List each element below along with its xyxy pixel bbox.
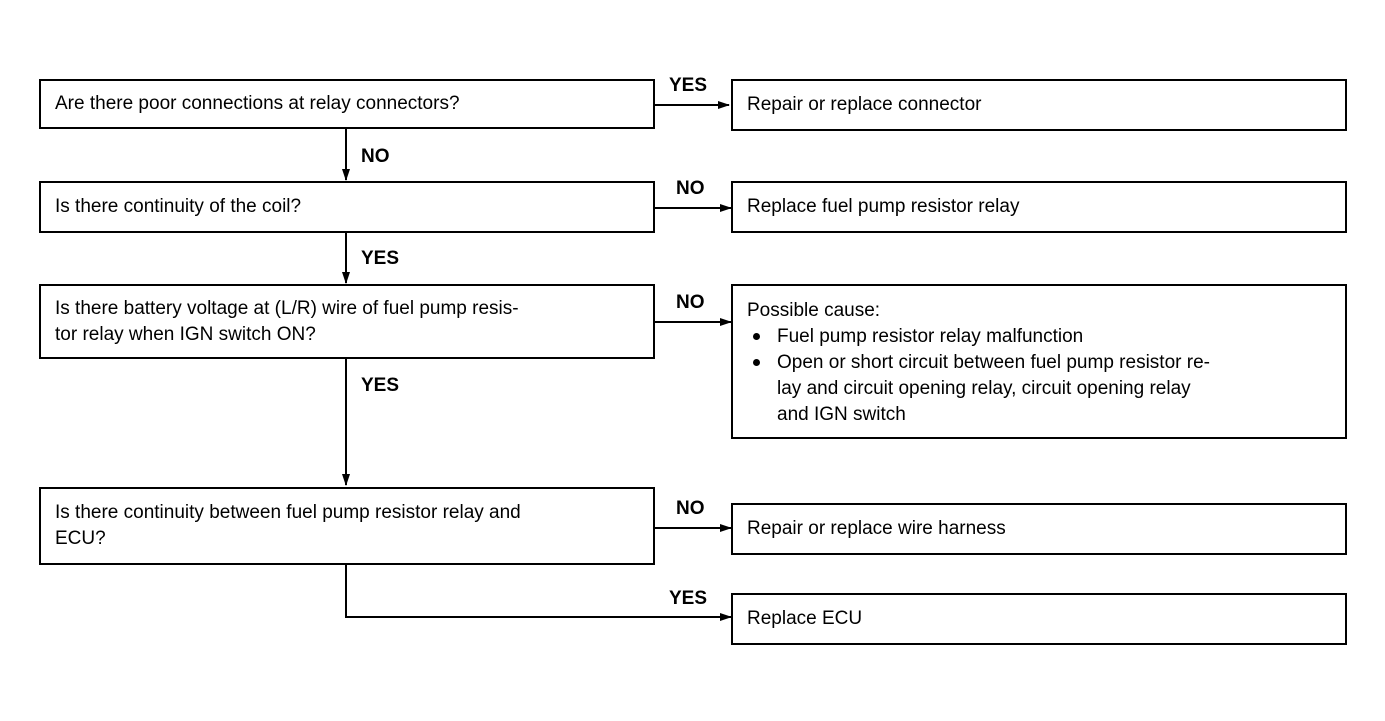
branch-label-yes: YES bbox=[361, 375, 400, 396]
possible-cause-line: and IGN switch bbox=[777, 404, 906, 425]
result-text: Replace ECU bbox=[747, 608, 863, 629]
result-text: Repair or replace connector bbox=[747, 94, 982, 115]
result-text: Repair or replace wire harness bbox=[747, 518, 1006, 539]
possible-cause-heading: Possible cause: bbox=[747, 300, 881, 321]
branch-label-no: NO bbox=[676, 178, 705, 199]
question-text: Is there continuity of the coil? bbox=[55, 196, 302, 217]
possible-cause-item: Open or short circuit between fuel pump … bbox=[747, 350, 1331, 428]
result-box-5: Replace ECU bbox=[731, 593, 1347, 645]
question-text-line: Is there continuity between fuel pump re… bbox=[55, 502, 521, 523]
arrow-q4-yes bbox=[345, 564, 732, 621]
question-box-4: Is there continuity between fuel pump re… bbox=[39, 487, 655, 565]
possible-cause-line: Open or short circuit between fuel pump … bbox=[777, 352, 1210, 373]
branch-label-yes: YES bbox=[669, 75, 708, 96]
branch-label-yes: YES bbox=[361, 248, 400, 269]
result-box-1: Repair or replace connector bbox=[731, 79, 1347, 131]
question-box-3: Is there battery voltage at (L/R) wire o… bbox=[39, 284, 655, 359]
branch-label-no: NO bbox=[676, 498, 705, 519]
result-box-3: Possible cause: Fuel pump resistor relay… bbox=[731, 284, 1347, 439]
possible-cause-item: Fuel pump resistor relay malfunction bbox=[747, 324, 1331, 350]
possible-cause-line: Fuel pump resistor relay malfunction bbox=[777, 326, 1084, 347]
possible-cause-list: Fuel pump resistor relay malfunction Ope… bbox=[747, 324, 1331, 428]
question-text-line: Is there battery voltage at (L/R) wire o… bbox=[55, 297, 519, 319]
question-text-line: tor relay when IGN switch ON? bbox=[55, 323, 316, 345]
question-text: Are there poor connections at relay conn… bbox=[55, 93, 460, 114]
question-text-line: ECU? bbox=[55, 528, 106, 549]
branch-label-no: NO bbox=[676, 292, 705, 313]
possible-cause-line: lay and circuit opening relay, circuit o… bbox=[777, 378, 1191, 399]
question-box-1: Are there poor connections at relay conn… bbox=[39, 79, 655, 129]
result-text: Replace fuel pump resistor relay bbox=[747, 196, 1020, 217]
branch-label-no: NO bbox=[361, 146, 390, 167]
result-box-2: Replace fuel pump resistor relay bbox=[731, 181, 1347, 233]
question-box-2: Is there continuity of the coil? bbox=[39, 181, 655, 233]
result-box-4: Repair or replace wire harness bbox=[731, 503, 1347, 555]
branch-label-yes: YES bbox=[669, 588, 708, 609]
